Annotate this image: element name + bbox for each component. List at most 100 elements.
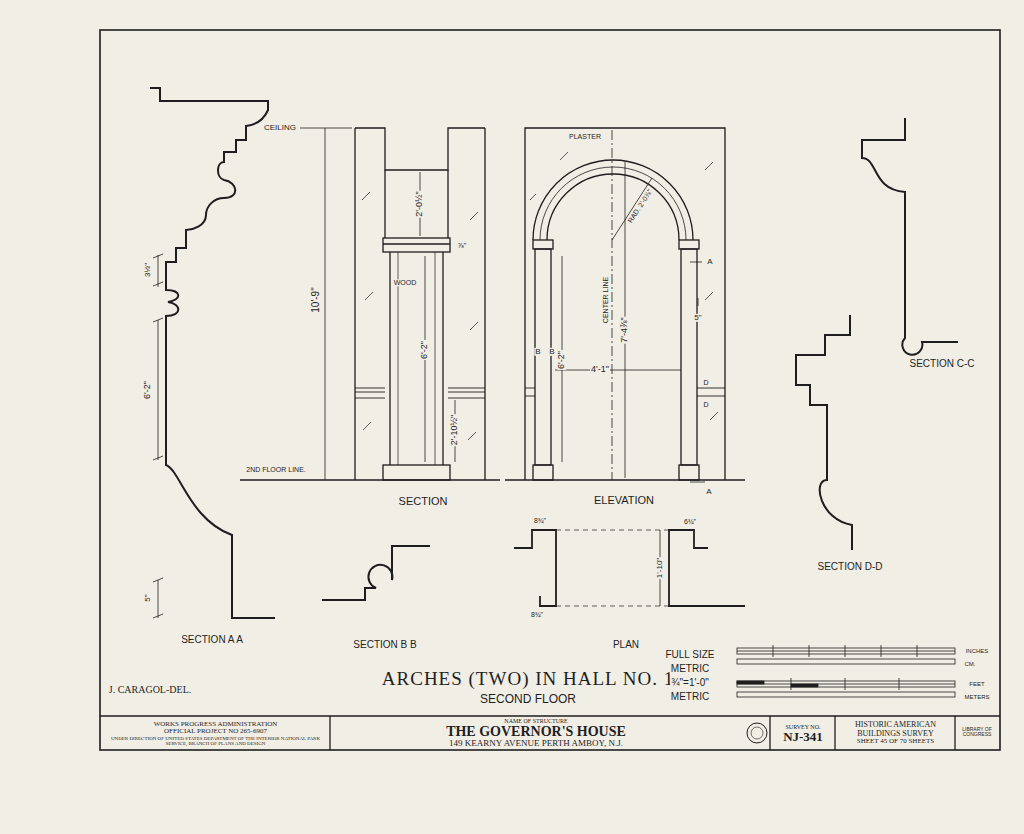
drawing-label: B bbox=[534, 348, 541, 356]
line-work bbox=[556, 530, 669, 531]
drawing-label: 2'-10½" bbox=[450, 414, 459, 446]
line-work bbox=[679, 240, 699, 249]
title-block-cell: NAME OF STRUCTURETHE GOVERNOR'S HOUSE149… bbox=[331, 717, 741, 750]
drawing-label: SECOND FLOOR bbox=[479, 693, 577, 706]
drawing-label: INCHES bbox=[965, 648, 990, 654]
drawing-label: 6¾" bbox=[683, 518, 697, 525]
title-block-text: NJ-341 bbox=[783, 730, 823, 744]
line-work bbox=[681, 249, 697, 465]
drawing-label: WOOD bbox=[393, 279, 418, 286]
title-block-cell: SURVEY NO.NJ-341 bbox=[771, 717, 835, 750]
line-work bbox=[737, 692, 955, 697]
title-block-cell: WORKS PROGRESS ADMINISTRATIONOFFICIAL PR… bbox=[101, 717, 330, 750]
section-cc-profile bbox=[862, 118, 958, 355]
drawing-label: A bbox=[706, 258, 713, 266]
drawing-label: PLAN bbox=[612, 640, 640, 651]
line-work bbox=[535, 249, 551, 465]
line-work bbox=[737, 681, 764, 684]
drawing-label: 4'-1" bbox=[590, 365, 610, 374]
line-work bbox=[737, 659, 955, 664]
line-work bbox=[389, 252, 390, 465]
drawing-label: D bbox=[702, 379, 709, 386]
drawing-label: 2ND FLOOR LINE. bbox=[245, 466, 307, 473]
drawing-label: 6'-2" bbox=[557, 350, 566, 370]
line-work bbox=[737, 645, 955, 657]
drawing-label: D bbox=[702, 401, 709, 408]
drawing-label: 8¾" bbox=[533, 517, 547, 524]
drawing-label: LIBRARY OF CONGRESS bbox=[958, 727, 996, 738]
drawing-label: 7'-4⅞" bbox=[620, 316, 629, 343]
drawing-label: RAD. 2'-0⅞" bbox=[626, 187, 654, 225]
drawing-label: 10'-9" bbox=[311, 286, 322, 313]
title-block-text: UNDER DIRECTION OF UNITED STATES DEPARTM… bbox=[104, 736, 327, 747]
title-block-text: THE GOVERNOR'S HOUSE bbox=[446, 725, 626, 740]
line-work bbox=[791, 684, 818, 687]
line-work bbox=[514, 530, 556, 606]
line-work bbox=[158, 320, 159, 460]
line-work bbox=[153, 578, 163, 582]
section-aa-profile bbox=[150, 88, 275, 618]
drawing-label: METRIC bbox=[670, 692, 710, 703]
drawing-label: A bbox=[705, 488, 712, 496]
scale-bars bbox=[737, 645, 955, 697]
line-work bbox=[447, 170, 448, 238]
drawing-label: ⅞" bbox=[457, 242, 467, 249]
drawing-label: B bbox=[548, 348, 555, 356]
line-work bbox=[383, 465, 450, 480]
section-bb-profile bbox=[322, 546, 430, 600]
drawing-label: CENTER LINE bbox=[602, 276, 609, 324]
line-work bbox=[435, 252, 436, 465]
line-work bbox=[533, 160, 693, 240]
line-work bbox=[530, 152, 718, 420]
line-work bbox=[690, 482, 705, 483]
drawing-label: SECTION D-D bbox=[817, 562, 884, 573]
line-work bbox=[100, 715, 1000, 716]
line-work bbox=[737, 678, 955, 690]
line-work bbox=[769, 716, 770, 750]
line-work bbox=[525, 128, 725, 480]
sheet-border bbox=[100, 30, 1000, 750]
title-block-text: SHEET 45 OF 70 SHEETS bbox=[857, 738, 934, 745]
line-work bbox=[300, 128, 352, 129]
plan-view bbox=[514, 530, 745, 606]
line-work bbox=[679, 465, 699, 480]
drawing-label: ELEVATION bbox=[593, 495, 655, 507]
title-block-text: OFFICIAL PROJECT NO 265-6907 bbox=[164, 728, 267, 735]
line-work bbox=[505, 479, 745, 481]
line-work bbox=[153, 456, 163, 460]
line-work bbox=[383, 243, 450, 244]
drawing-label: SECTION B B bbox=[352, 640, 417, 651]
drawing-label: METRIC bbox=[670, 664, 710, 675]
section-view bbox=[240, 128, 500, 480]
line-work bbox=[612, 130, 613, 480]
elevation-view bbox=[505, 128, 745, 480]
title-block-text: WORKS PROGRESS ADMINISTRATION bbox=[154, 721, 278, 728]
line-work bbox=[325, 128, 326, 480]
drawing-label: SECTION bbox=[398, 496, 449, 508]
line-work bbox=[796, 315, 852, 550]
drawing-label: FULL SIZE bbox=[664, 650, 715, 661]
line-work bbox=[384, 170, 385, 238]
drawing-label: 8¾" bbox=[530, 611, 544, 618]
drawing-label: CM. bbox=[964, 661, 977, 667]
drawing-label: FEET bbox=[968, 681, 985, 687]
drawing-label: METERS bbox=[963, 694, 990, 700]
line-work bbox=[862, 118, 958, 355]
line-work bbox=[355, 128, 485, 170]
line-work bbox=[533, 240, 553, 249]
line-work bbox=[698, 298, 699, 306]
title-block-text: HISTORIC AMERICAN BUILDINGS SURVEY bbox=[839, 721, 952, 738]
drawing-label: 5" bbox=[144, 593, 152, 602]
drawing-label: J. CARAGOL-DEL. bbox=[108, 685, 193, 696]
dimension-lines bbox=[153, 128, 705, 618]
drawing-label: PLASTER bbox=[568, 133, 602, 140]
title-block-text: 149 KEARNY AVENUE PERTH AMBOY, N.J. bbox=[449, 739, 623, 748]
drawing-label: 1'-10" bbox=[656, 557, 664, 579]
drawing-label: SECTION A A bbox=[180, 635, 244, 646]
line-work bbox=[158, 580, 159, 618]
line-work bbox=[153, 318, 163, 322]
title-block-cell: HISTORIC AMERICAN BUILDINGS SURVEYSHEET … bbox=[836, 717, 955, 750]
line-work bbox=[540, 167, 686, 240]
line-work bbox=[355, 388, 485, 398]
